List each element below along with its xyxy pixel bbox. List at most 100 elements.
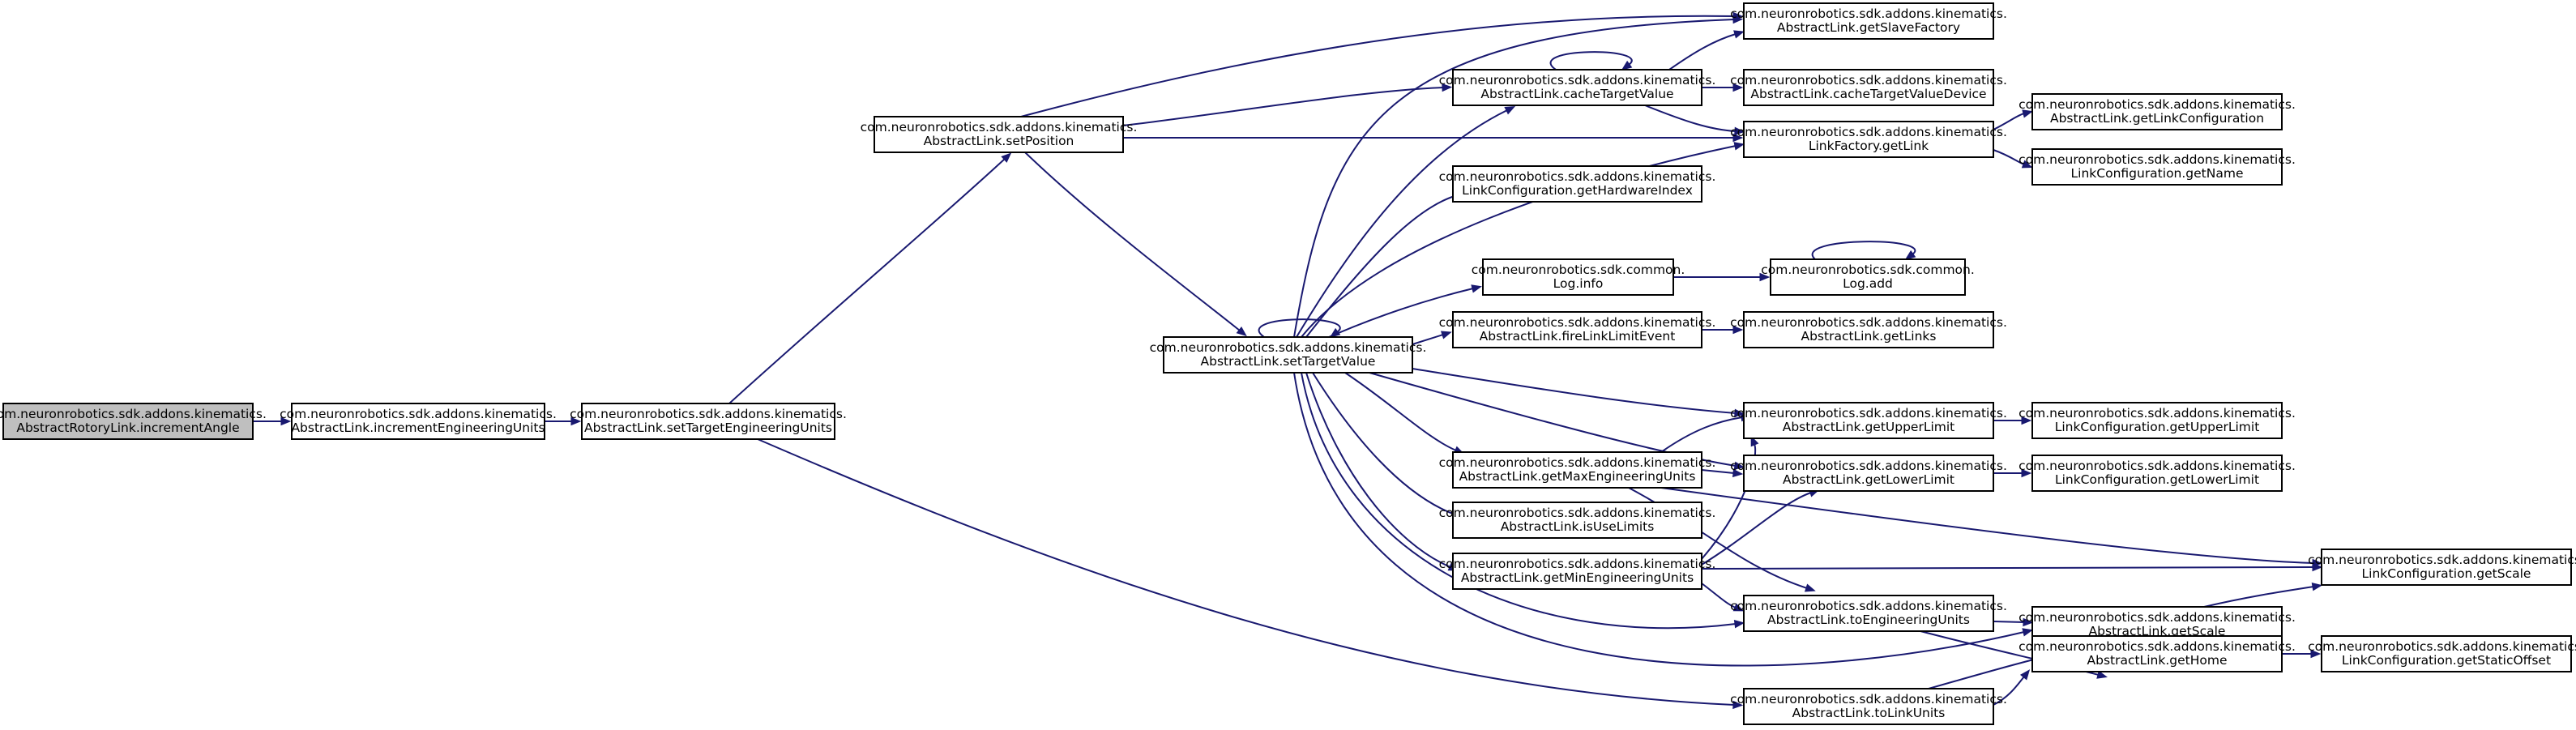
edge-Log-add-to-Log-add [1811,241,1916,260]
node-toLinkUnits[interactable]: com.neuronrobotics.sdk.addons.kinematics… [1730,688,2007,725]
edge-setTargetValue-to-Log-info-line [1328,288,1474,338]
node-getSlaveFactory-box [1743,2,1994,40]
edge-setPosition-to-LinkFactory-getLink [1123,133,1744,143]
node-LC-getScale-box [2321,549,2572,586]
edge-setTargetValue-to-getLowerLimit-line [1369,372,1737,467]
node-getHome[interactable]: com.neuronrobotics.sdk.addons.kinematics… [2019,635,2296,672]
node-incrementAngle[interactable]: com.neuronrobotics.sdk.addons.kinematics… [0,403,267,440]
edge-getMinEngineeringUnits-to-LC-getScale [1701,562,2323,572]
edge-setTargetValue-to-setTargetValue [1258,318,1341,338]
edge-Log-add-to-Log-add-line [1811,241,1916,260]
node-setTargetEngineeringUnits-box [581,403,835,440]
node-incrementEngineeringUnits[interactable]: com.neuronrobotics.sdk.addons.kinematics… [280,403,557,440]
node-cacheTargetValue[interactable]: com.neuronrobotics.sdk.addons.kinematics… [1439,69,1716,106]
edge-Log-info-to-Log-add [1672,272,1771,282]
node-getHardwareIndex-label-2: LinkConfiguration.getHardwareIndex [1462,183,1693,198]
node-setPosition-box [874,116,1124,153]
node-Log-info-box [1482,258,1674,296]
node-fireLinkLimitEvent[interactable]: com.neuronrobotics.sdk.addons.kinematics… [1439,311,1716,348]
edge-getMinEngineeringUnits-to-toEngineeringUnits [1701,583,1745,612]
node-getHardwareIndex[interactable]: com.neuronrobotics.sdk.addons.kinematics… [1439,165,1716,203]
edge-setTargetEngineeringUnits-to-setPosition-arrowhead [1001,152,1012,163]
node-getMinEngineeringUnits-label-2: AbstractLink.getMinEngineeringUnits [1461,570,1694,585]
node-Log-info[interactable]: com.neuronrobotics.sdk.common.Log.info [1472,258,1685,296]
node-cacheTargetValueDevice[interactable]: com.neuronrobotics.sdk.addons.kinematics… [1730,69,2007,106]
node-toLinkUnits-label-2: AbstractLink.toLinkUnits [1792,706,1946,720]
node-getHardwareIndex-box [1452,165,1702,203]
edge-incrementEngineeringUnits-to-setTargetEngineeringUnits-arrowhead [570,416,582,426]
edge-setTargetValue-to-getUpperLimit [1412,368,1745,418]
node-getLinkConfiguration[interactable]: com.neuronrobotics.sdk.addons.kinematics… [2019,93,2296,130]
node-setTargetEngineeringUnits[interactable]: com.neuronrobotics.sdk.addons.kinematics… [570,403,847,440]
edge-setTargetEngineeringUnits-to-toLinkUnits-line [757,438,1735,706]
edge-setTargetValue-to-cacheTargetValue-arrowhead [1504,106,1516,115]
edge-cacheTargetValue-to-cacheTargetValue-arrowhead [1621,60,1633,70]
edge-getHome-to-getStaticOffset [2282,649,2322,659]
node-fireLinkLimitEvent-label-1: com.neuronrobotics.sdk.addons.kinematics… [1439,315,1716,330]
edge-setTargetValue-to-getHardwareIndex-line [1305,195,1455,338]
node-cacheTargetValue-box [1452,69,1702,106]
node-getMaxEngineeringUnits-box [1452,451,1702,489]
node-toEngineeringUnits[interactable]: com.neuronrobotics.sdk.addons.kinematics… [1730,595,2007,632]
node-fireLinkLimitEvent-label-2: AbstractLink.fireLinkLimitEvent [1480,329,1676,344]
edge-cacheTargetValue-to-LinkFactory-getLink-line [1644,105,1737,132]
node-getUpperLimit[interactable]: com.neuronrobotics.sdk.addons.kinematics… [1730,402,2007,439]
node-LinkFactory-getLink-box [1743,121,1994,158]
node-cacheTargetValueDevice-label-2: AbstractLink.cacheTargetValueDevice [1750,87,1986,101]
edge-setTargetValue-to-getScale-line [1293,372,2025,667]
node-getLowerLimit[interactable]: com.neuronrobotics.sdk.addons.kinematics… [1730,455,2007,492]
edge-getHome-to-getStaticOffset-arrowhead [2310,649,2322,659]
edge-getMaxEngineeringUnits-to-getLowerLimit-line [1701,469,1735,474]
node-setTargetValue[interactable]: com.neuronrobotics.sdk.addons.kinematics… [1150,336,1427,374]
edge-getMaxEngineeringUnits-to-getLowerLimit [1701,468,1744,478]
node-cacheTargetValue-label-1: com.neuronrobotics.sdk.addons.kinematics… [1439,73,1716,88]
node-isUseLimits[interactable]: com.neuronrobotics.sdk.addons.kinematics… [1439,502,1716,539]
node-setTargetEngineeringUnits-label-2: AbstractLink.setTargetEngineeringUnits [584,420,832,435]
edge-getMaxEngineeringUnits-to-toEngineeringUnits-arrowhead [1804,583,1816,592]
node-incrementEngineeringUnits-label-1: com.neuronrobotics.sdk.addons.kinematics… [280,407,557,421]
node-getSlaveFactory[interactable]: com.neuronrobotics.sdk.addons.kinematics… [1730,2,2007,40]
node-getMaxEngineeringUnits[interactable]: com.neuronrobotics.sdk.addons.kinematics… [1439,451,1716,489]
edge-toEngineeringUnits-to-getHome-arrowhead [2096,670,2108,679]
edge-fireLinkLimitEvent-to-getLinks [1701,325,1744,335]
node-Log-add[interactable]: com.neuronrobotics.sdk.common.Log.add [1761,258,1975,296]
node-LC-getScale[interactable]: com.neuronrobotics.sdk.addons.kinematics… [2308,549,2576,586]
node-Log-add-label-2: Log.add [1843,276,1893,291]
node-LinkFactory-getLink[interactable]: com.neuronrobotics.sdk.addons.kinematics… [1730,121,2007,158]
edge-setTargetValue-to-fireLinkLimitEvent-line [1412,334,1444,345]
node-toEngineeringUnits-box [1743,595,1994,632]
edge-getMaxEngineeringUnits-to-LC-getScale [1660,487,2323,568]
node-getLinks[interactable]: com.neuronrobotics.sdk.addons.kinematics… [1730,311,2007,348]
node-getLinks-label-1: com.neuronrobotics.sdk.addons.kinematics… [1730,315,2007,330]
edge-setPosition-to-cacheTargetValue-arrowhead [1442,83,1453,92]
node-LinkFactory-getLink-label-2: LinkFactory.getLink [1809,139,1929,153]
node-getStaticOffset[interactable]: com.neuronrobotics.sdk.addons.kinematics… [2308,635,2576,672]
edge-getMinEngineeringUnits-to-LC-getScale-line [1701,566,2314,570]
node-cacheTargetValue-label-2: AbstractLink.cacheTargetValue [1480,87,1673,101]
node-LC-getLowerLimit[interactable]: com.neuronrobotics.sdk.addons.kinematics… [2019,455,2296,492]
node-getSlaveFactory-label-1: com.neuronrobotics.sdk.addons.kinematics… [1730,6,2007,21]
node-LinkConfiguration-getName-label-2: LinkConfiguration.getName [2071,166,2244,181]
edge-setTargetValue-to-Log-info [1328,284,1483,338]
edge-setTargetValue-to-LinkFactory-getLink [1301,142,1745,338]
node-getHome-label-2: AbstractLink.getHome [2087,653,2228,668]
edge-getMinEngineeringUnits-to-toEngineeringUnits-line [1701,583,1737,608]
node-LinkConfiguration-getName[interactable]: com.neuronrobotics.sdk.addons.kinematics… [2019,148,2296,186]
edge-setTargetValue-to-getScale-arrowhead [2022,628,2034,637]
node-LC-getUpperLimit[interactable]: com.neuronrobotics.sdk.addons.kinematics… [2019,402,2296,439]
edge-setPosition-to-getSlaveFactory-line [1020,15,1735,117]
node-setPosition[interactable]: com.neuronrobotics.sdk.addons.kinematics… [861,116,1138,153]
edge-cacheTargetValue-to-cacheTargetValueDevice [1701,83,1744,92]
edge-setTargetValue-to-getSlaveFactory-line [1293,19,1735,338]
node-getUpperLimit-label-2: AbstractLink.getUpperLimit [1783,420,1955,434]
edge-getMinEngineeringUnits-to-toEngineeringUnits-arrowhead [1732,603,1745,612]
node-LC-getLowerLimit-label-1: com.neuronrobotics.sdk.addons.kinematics… [2019,459,2296,473]
edge-cacheTargetValue-to-LinkFactory-getLink [1644,105,1745,136]
edge-setTargetValue-to-setTargetValue-line [1258,318,1341,338]
node-LC-getLowerLimit-label-2: LinkConfiguration.getLowerLimit [2055,472,2259,487]
edge-setTargetValue-to-Log-info-arrowhead [1471,284,1483,293]
node-LC-getUpperLimit-label-1: com.neuronrobotics.sdk.addons.kinematics… [2019,406,2296,420]
edge-toLinkUnits-to-getHome [1993,669,2031,706]
node-getMinEngineeringUnits[interactable]: com.neuronrobotics.sdk.addons.kinematics… [1439,553,1716,590]
